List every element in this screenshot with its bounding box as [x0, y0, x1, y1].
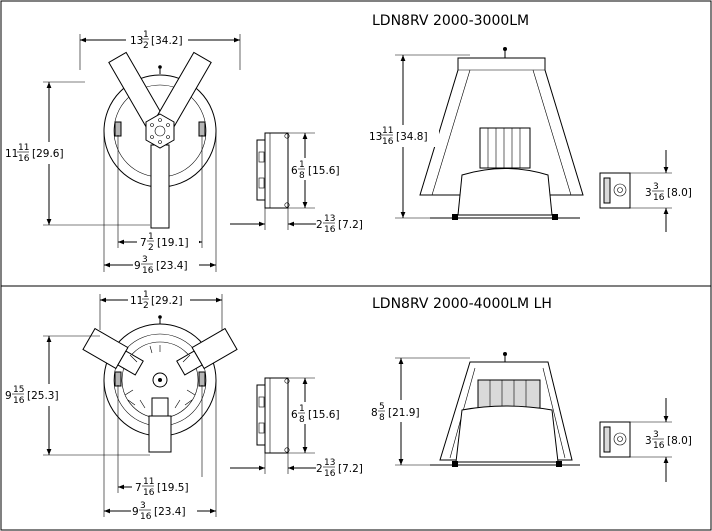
- small-box-view: [599, 172, 631, 209]
- dim-box-height: 6 1 8 [15.6]: [291, 160, 340, 181]
- svg-text:3: 3: [140, 501, 146, 511]
- svg-text:9: 9: [5, 390, 12, 402]
- section-title: LDN8RV 2000-4000LM LH: [372, 296, 552, 312]
- dim-box-depth: 2 13 16 [7.2]: [316, 458, 363, 479]
- svg-text:2: 2: [316, 463, 323, 475]
- svg-text:1: 1: [299, 404, 305, 414]
- svg-text:[19.1]: [19.1]: [157, 237, 189, 249]
- svg-text:9: 9: [134, 260, 141, 272]
- svg-text:1: 1: [143, 290, 149, 300]
- svg-text:11: 11: [382, 126, 393, 136]
- svg-text:2: 2: [316, 219, 323, 231]
- front-view: [82, 315, 238, 453]
- svg-text:16: 16: [142, 266, 154, 276]
- svg-text:16: 16: [140, 512, 152, 522]
- svg-text:7: 7: [140, 237, 147, 249]
- dim-top-width: 13 1 2 [34.2]: [130, 30, 183, 51]
- svg-text:3: 3: [653, 430, 659, 440]
- svg-text:16: 16: [653, 441, 665, 451]
- front-view: [103, 51, 217, 229]
- svg-text:3: 3: [653, 182, 659, 192]
- svg-text:16: 16: [18, 154, 30, 164]
- svg-text:13: 13: [130, 35, 143, 47]
- svg-text:8: 8: [299, 171, 305, 181]
- svg-text:[15.6]: [15.6]: [308, 165, 340, 177]
- dim-small-height: 3 3 16 [8.0]: [645, 182, 692, 203]
- svg-text:9: 9: [132, 506, 139, 518]
- dim-left-height: 11 11 16 [29.6]: [5, 143, 64, 164]
- svg-text:1: 1: [299, 160, 305, 170]
- svg-text:13: 13: [324, 214, 335, 224]
- dim-outer-width: 9 3 16 [23.4]: [132, 501, 186, 522]
- svg-text:8: 8: [371, 407, 378, 419]
- section-2: LDN8RV 2000-4000LM LH: [3, 290, 710, 522]
- side-elevation: [419, 47, 584, 220]
- section-title: LDN8RV 2000-3000LM: [372, 13, 529, 29]
- svg-text:2: 2: [143, 41, 149, 51]
- svg-text:11: 11: [130, 295, 143, 307]
- svg-text:[29.6]: [29.6]: [32, 148, 64, 160]
- svg-text:[21.9]: [21.9]: [388, 407, 420, 419]
- svg-text:2: 2: [148, 243, 154, 253]
- dim-inner-width: 7 1 2 [19.1]: [140, 232, 189, 253]
- side-elevation: [430, 352, 580, 467]
- svg-text:15: 15: [13, 385, 24, 395]
- svg-text:[8.0]: [8.0]: [667, 435, 692, 447]
- svg-text:16: 16: [324, 469, 336, 479]
- svg-text:7: 7: [135, 482, 142, 494]
- junction-box-view: [256, 377, 290, 454]
- svg-text:[8.0]: [8.0]: [667, 187, 692, 199]
- svg-text:2: 2: [143, 301, 149, 311]
- mounting-arm: [150, 144, 170, 229]
- svg-text:6: 6: [291, 165, 298, 177]
- dim-box-depth: 2 13 16 [7.2]: [316, 214, 363, 235]
- svg-text:[15.6]: [15.6]: [308, 409, 340, 421]
- svg-text:3: 3: [645, 435, 652, 447]
- svg-text:16: 16: [324, 225, 336, 235]
- svg-text:3: 3: [645, 187, 652, 199]
- svg-text:3: 3: [142, 255, 148, 265]
- dim-outer-width: 9 3 16 [23.4]: [134, 255, 188, 276]
- junction-box-view: [256, 132, 290, 209]
- svg-text:13: 13: [324, 458, 335, 468]
- mounting-arm: [148, 415, 172, 453]
- svg-text:1: 1: [143, 30, 149, 40]
- small-box-view: [599, 421, 631, 458]
- svg-text:8: 8: [379, 413, 385, 423]
- svg-text:1: 1: [148, 232, 154, 242]
- svg-text:[34.8]: [34.8]: [396, 131, 428, 143]
- dim-left-height: 9 15 16 [25.3]: [5, 385, 59, 406]
- svg-text:13: 13: [369, 131, 382, 143]
- svg-text:5: 5: [379, 402, 385, 412]
- svg-text:16: 16: [653, 193, 665, 203]
- svg-text:8: 8: [299, 415, 305, 425]
- svg-text:6: 6: [291, 409, 298, 421]
- dim-small-height: 3 3 16 [8.0]: [645, 430, 692, 451]
- svg-text:[7.2]: [7.2]: [338, 463, 363, 475]
- svg-text:[29.2]: [29.2]: [151, 295, 183, 307]
- svg-text:11: 11: [143, 477, 154, 487]
- dim-side-height: 13 11 16 [34.8]: [369, 126, 428, 147]
- svg-text:[34.2]: [34.2]: [151, 35, 183, 47]
- svg-text:[19.5]: [19.5]: [157, 482, 189, 494]
- svg-text:[23.4]: [23.4]: [154, 506, 186, 518]
- svg-text:[25.3]: [25.3]: [27, 390, 59, 402]
- svg-text:11: 11: [18, 143, 29, 153]
- dim-side-height: 8 5 8 [21.9]: [371, 402, 420, 423]
- section-1: LDN8RV 2000-3000LM 13 1 2: [3, 13, 710, 276]
- dim-box-height: 6 1 8 [15.6]: [291, 404, 340, 425]
- svg-text:[7.2]: [7.2]: [338, 219, 363, 231]
- dim-inner-width: 7 11 16 [19.5]: [135, 477, 189, 498]
- dim-top-width: 11 1 2 [29.2]: [130, 290, 183, 311]
- svg-text:16: 16: [382, 137, 394, 147]
- svg-text:[23.4]: [23.4]: [156, 260, 188, 272]
- center-hub: [145, 113, 175, 149]
- svg-text:11: 11: [5, 148, 18, 160]
- svg-text:16: 16: [13, 396, 25, 406]
- svg-text:16: 16: [143, 488, 155, 498]
